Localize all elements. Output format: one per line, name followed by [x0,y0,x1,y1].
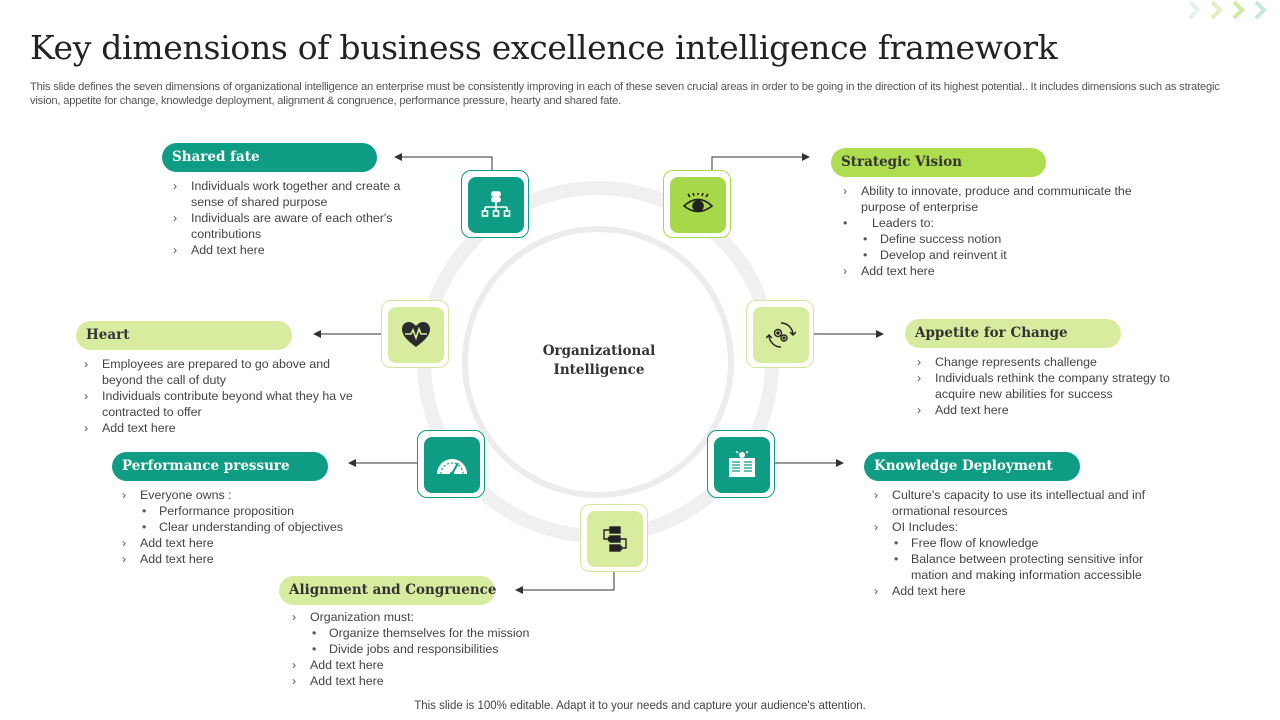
strategic-vision-icon-box [663,170,731,238]
list-item: Add text here [82,420,357,436]
center-label: Organizational Intelligence [520,342,678,380]
hierarchy-icon [481,191,511,217]
list-item: Add text here [872,583,1172,599]
list-item: Organization must: [290,609,570,625]
eye-icon [682,193,714,213]
list-item: Clear understanding of objectives [120,519,380,535]
list-item: Develop and reinvent it [841,247,1141,263]
list-item: Define success notion [841,231,1141,247]
inner-circle [462,226,734,498]
knowledge-icon-box [707,430,775,498]
list-item: Add text here [120,535,380,551]
list-item: Add text here [171,242,421,258]
list-item: Divide jobs and responsibilities [290,641,570,657]
connector-shared-fate [394,153,493,170]
list-item: Everyone owns : [120,487,380,503]
page-title: Key dimensions of business excellence in… [30,28,1058,67]
appetite-title: Appetite for Change [905,319,1121,348]
alignment-icon-box [580,504,648,572]
gears-cycle-icon [766,322,796,348]
list-item: Free flow of knowledge [872,535,1172,551]
list-item: Individuals contribute beyond what they … [82,388,357,420]
list-item: Add text here [290,673,570,689]
decorative-chevrons [1188,0,1267,20]
knowledge-title: Knowledge Deployment [864,452,1080,481]
performance-icon-box [417,430,485,498]
list-item: Culture's capacity to use its intellectu… [872,487,1172,519]
performance-title: Performance pressure [112,452,328,481]
strategic-vision-title: Strategic Vision [831,148,1046,177]
heart-pulse-icon [402,322,430,347]
appetite-icon-box [746,300,814,368]
heart-list: Employees are prepared to go above and b… [82,356,357,436]
list-item: Add text here [290,657,570,673]
shared-fate-list: Individuals work together and create a s… [171,178,421,258]
shared-fate-icon-box [461,170,529,238]
strategic-vision-list: Ability to innovate, produce and communi… [841,183,1141,279]
page-description: This slide defines the seven dimensions … [30,81,1220,107]
flow-blocks-icon [603,526,627,552]
center-label-line2: Intelligence [553,362,645,378]
connector-alignment [515,572,615,594]
heart-title: Heart [76,321,292,350]
list-item: OI Includes: [872,519,1172,535]
list-item: Organize themselves for the mission [290,625,570,641]
shared-fate-title: Shared fate [162,143,377,172]
list-item: Individuals rethink the company strategy… [915,370,1205,402]
document-lightbulb-icon [729,451,755,477]
center-label-line1: Organizational [542,343,656,359]
connector-strategic-vision [711,153,810,170]
alignment-list: Organization must: Organize themselves f… [290,609,570,689]
speedometer-icon [437,459,467,476]
list-item: Individuals are aware of each other's co… [171,210,421,242]
footer-note: This slide is 100% editable. Adapt it to… [414,700,866,712]
list-item: Add text here [120,551,380,567]
list-item: Employees are prepared to go above and b… [82,356,357,388]
list-item: Change represents challenge [915,354,1205,370]
list-item: Leaders to: [841,215,1141,231]
knowledge-list: Culture's capacity to use its intellectu… [872,487,1172,599]
list-item: Add text here [841,263,1141,279]
list-item: Balance between protecting sensitive inf… [872,551,1172,583]
performance-list: Everyone owns : Performance proposition … [120,487,380,567]
list-item: Performance proposition [120,503,380,519]
heart-icon-box [381,300,449,368]
list-item: Add text here [915,402,1205,418]
list-item: Ability to innovate, produce and communi… [841,183,1141,215]
alignment-title: Alignment and Congruence [279,576,496,605]
list-item: Individuals work together and create a s… [171,178,421,210]
appetite-list: Change represents challenge Individuals … [915,354,1205,418]
